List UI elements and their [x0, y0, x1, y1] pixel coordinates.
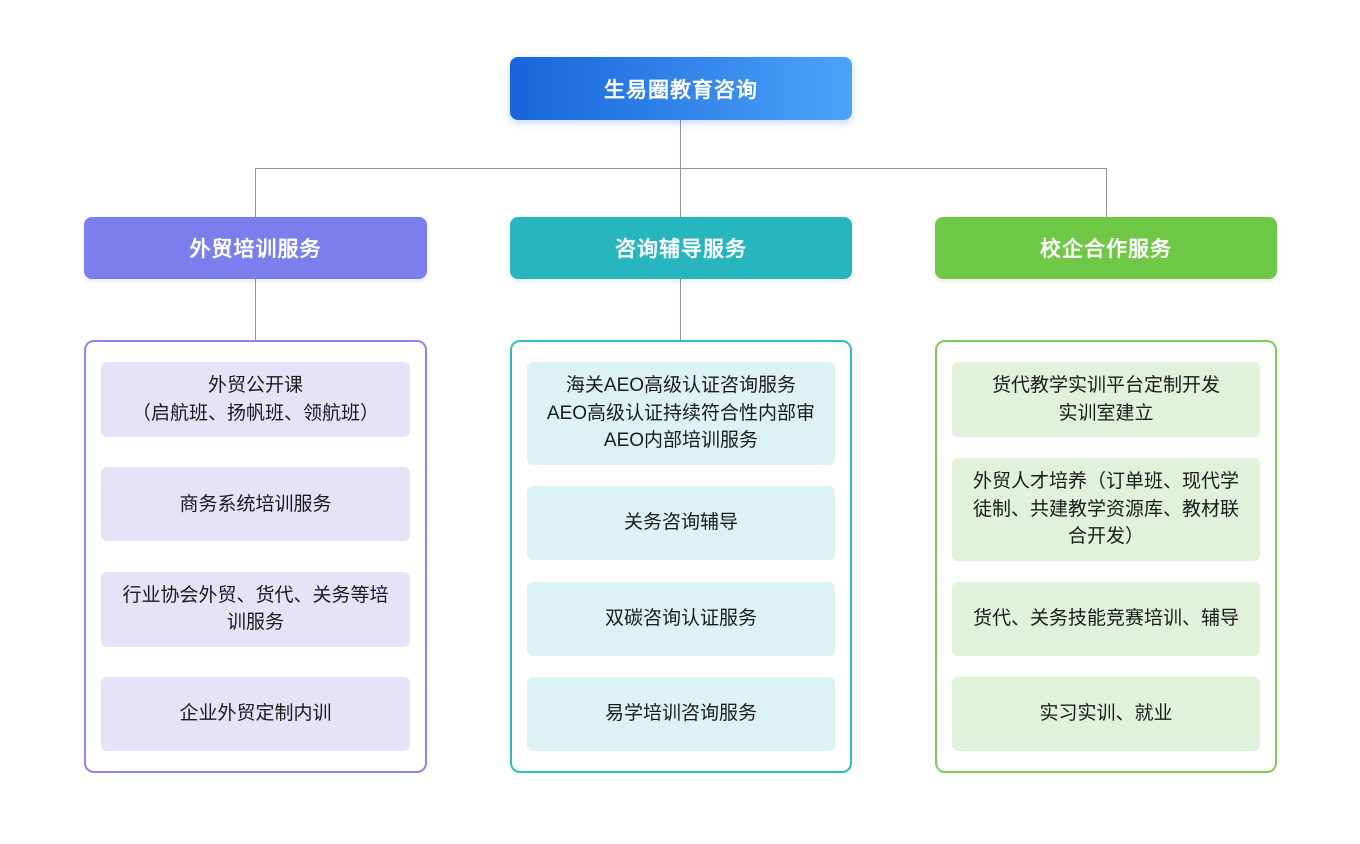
leaf-node: 外贸公开课 （启航班、扬帆班、领航班） [101, 362, 410, 438]
leaf-node: 商务系统培训服务 [101, 467, 410, 542]
connector-sub-branch-1 [255, 279, 256, 340]
branch-container-consulting: 海关AEO高级认证咨询服务 AEO高级认证持续符合性内部审 AEO内部培训服务 … [510, 340, 852, 773]
leaf-node: 企业外贸定制内训 [101, 676, 410, 751]
leaf-node: 海关AEO高级认证咨询服务 AEO高级认证持续符合性内部审 AEO内部培训服务 [527, 362, 835, 465]
root-node: 生易圈教育咨询 [510, 57, 852, 120]
branch-header-consulting: 咨询辅导服务 [510, 217, 852, 279]
leaf-node: 行业协会外贸、货代、关务等培训服务 [101, 571, 410, 647]
leaf-node: 外贸人才培养（订单班、现代学徒制、共建教学资源库、教材联合开发） [952, 458, 1260, 561]
leaf-node: 易学培训咨询服务 [527, 677, 835, 751]
branch-container-school-enterprise: 货代教学实训平台定制开发 实训室建立 外贸人才培养（订单班、现代学徒制、共建教学… [935, 340, 1277, 773]
leaf-node: 货代、关务技能竞赛培训、辅导 [952, 581, 1260, 656]
branch-header-trade-training: 外贸培训服务 [84, 217, 427, 279]
connector-drop-branch-1 [255, 168, 256, 217]
branch-header-school-enterprise: 校企合作服务 [935, 217, 1277, 279]
connector-drop-branch-2 [680, 168, 681, 217]
branch-container-trade-training: 外贸公开课 （启航班、扬帆班、领航班） 商务系统培训服务 行业协会外贸、货代、关… [84, 340, 427, 773]
connector-root-stem [680, 120, 681, 168]
leaf-node: 双碳咨询认证服务 [527, 581, 835, 656]
leaf-node: 实习实训、就业 [952, 676, 1260, 751]
connector-drop-branch-3 [1106, 168, 1107, 217]
connector-horizontal-bar [255, 168, 1107, 169]
leaf-node: 货代教学实训平台定制开发 实训室建立 [952, 362, 1260, 438]
leaf-node: 关务咨询辅导 [527, 486, 835, 561]
connector-sub-branch-2 [680, 279, 681, 340]
